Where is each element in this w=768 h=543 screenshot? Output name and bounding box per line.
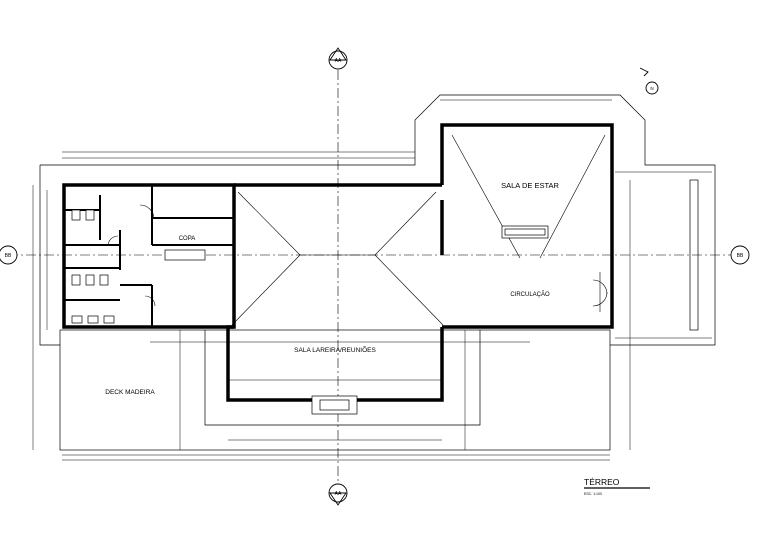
sheet-scale: ESC. 1:100: [584, 492, 602, 496]
building-walls: [62, 123, 614, 402]
section-marker-label-bb-right: BB: [737, 253, 744, 259]
section-axis-lines: [8, 70, 735, 485]
roof-outline: [39, 94, 716, 451]
north-arrow-label: N: [650, 86, 653, 91]
sheet-title: TÉRREO: [584, 477, 620, 487]
interior-partitions: [64, 185, 235, 327]
section-marker-bb-right: [730, 245, 750, 265]
section-marker-label-aa-bottom: AA: [335, 491, 342, 497]
section-marker-bb-left: [0, 245, 18, 265]
section-markers: [0, 47, 750, 506]
dimension-lines: [32, 99, 712, 461]
north-arrow-icon: [645, 81, 659, 95]
door-swings: [107, 204, 608, 312]
room-label-deck: DECK MADEIRA: [105, 389, 155, 396]
room-label-sala-lareira: SALA LAREIRA/REUNIÕES: [294, 345, 376, 354]
section-marker-label-aa-top: AA: [335, 58, 342, 64]
room-label-copa: COPA: [179, 236, 196, 242]
room-label-circulacao: CIRCULAÇÃO: [510, 291, 550, 298]
section-marker-label-bb-left: BB: [5, 253, 12, 259]
fixtures: [71, 179, 699, 415]
room-label-sala-estar: SALA DE ESTAR: [501, 181, 559, 190]
